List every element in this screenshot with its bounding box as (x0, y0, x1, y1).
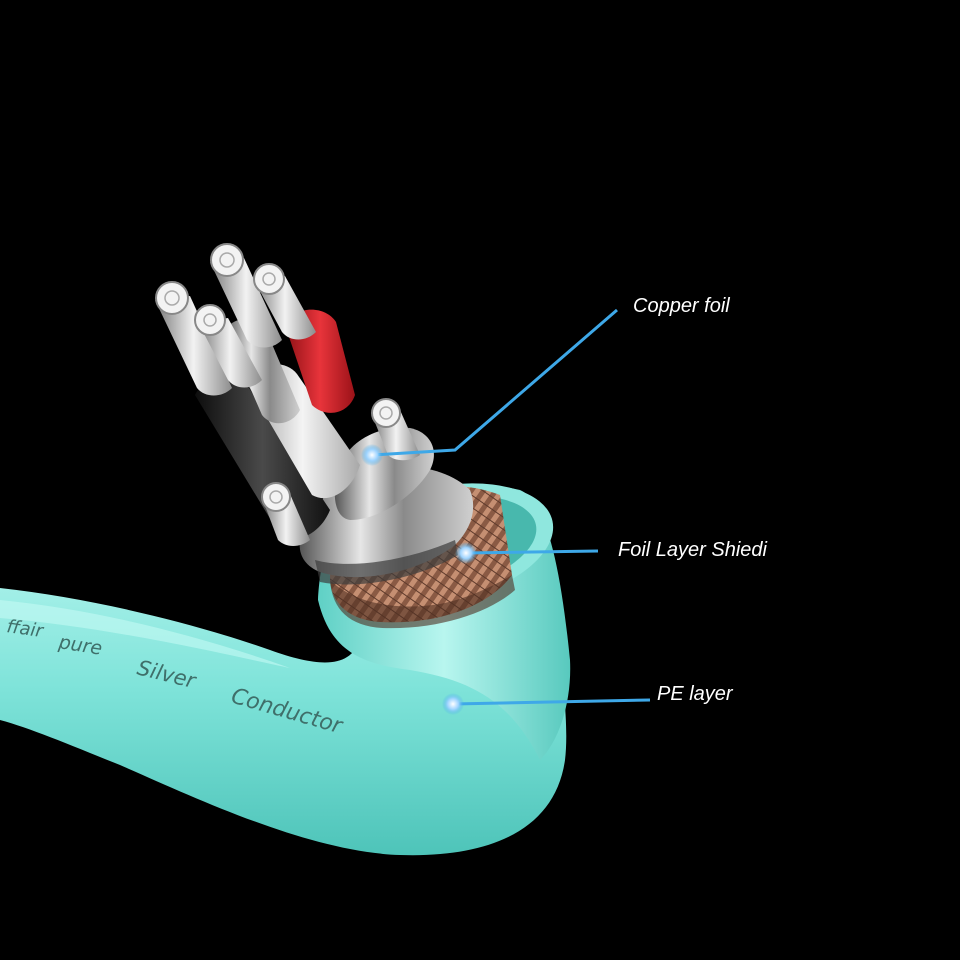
strand-end-icon (253, 263, 285, 295)
callout-dots (361, 444, 477, 715)
black-conductor (195, 375, 330, 539)
foil-layer-leader (465, 549, 599, 555)
callout-copper-foil: Copper foil (633, 295, 730, 317)
callout-dot-icon (455, 542, 477, 564)
jacket-word: ffair (5, 616, 46, 642)
callout-dot-icon (361, 444, 383, 466)
callout-lines (371, 308, 651, 706)
conductors (155, 243, 434, 546)
strand-end-icon (155, 281, 189, 315)
strand-end-icon (194, 304, 226, 336)
copper-foil-leader (371, 308, 618, 457)
pe-layer-leader (452, 698, 651, 706)
callout-dot-icon (442, 693, 464, 715)
callout-foil-layer-shield: Foil Layer Shiedi (618, 539, 767, 561)
strand-end-icon (210, 243, 244, 277)
callout-pe-layer: PE layer (657, 683, 733, 705)
strand-end-icon (261, 482, 291, 512)
strand-end-icon (371, 398, 401, 428)
